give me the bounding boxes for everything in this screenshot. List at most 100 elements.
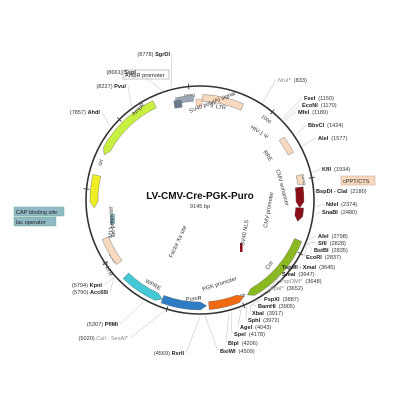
site-connector — [251, 303, 257, 307]
site-label: SmaI(3647) — [282, 272, 315, 278]
site-connector — [185, 315, 201, 354]
ampr-promoter-box — [122, 69, 170, 80]
site-connector — [103, 277, 114, 286]
tick-mark — [308, 176, 315, 179]
site-connector — [268, 280, 279, 294]
ori-arc — [89, 174, 102, 209]
site-label: (5307) PflMI — [87, 322, 119, 328]
site-label: ApaI*(3652) — [270, 286, 303, 292]
sv40-nls-block — [240, 243, 243, 252]
site-connector — [307, 242, 313, 251]
site-label: (4569) RsrII — [154, 351, 185, 357]
misc-feature-block — [195, 98, 203, 107]
tick-mark — [242, 302, 246, 309]
ltr5-arc — [202, 94, 244, 111]
label-cre: Cre — [265, 260, 275, 271]
site-connector — [303, 242, 308, 258]
site-connector — [268, 266, 281, 294]
site-label: MfeI(1189) — [298, 110, 328, 116]
site-label: AleI(1577) — [318, 136, 348, 142]
site-label: KflI(1934) — [322, 167, 350, 173]
site-label: BbvCI(1424) — [308, 123, 343, 129]
site-connector — [245, 306, 247, 321]
site-label: TspMI - XmaI(3645) — [282, 265, 335, 271]
site-connector — [230, 311, 233, 335]
cppt-arc — [295, 174, 304, 185]
label-cmv-enhancer: CMV enhancer — [274, 169, 289, 207]
cmv-enhancer-arc — [294, 186, 305, 209]
site-label: XbaI(3917) — [252, 311, 283, 317]
cppt-box — [340, 175, 376, 186]
site-connector — [313, 190, 316, 192]
site-label: EcoNI(1170) — [302, 103, 337, 109]
site-connector — [267, 287, 269, 294]
site-label: (8227) PvuI — [96, 84, 126, 90]
site-label: AgeI(4043) — [240, 325, 271, 331]
pgk-arc — [208, 294, 245, 310]
site-connector — [252, 298, 263, 304]
lac-feature-block — [110, 214, 115, 224]
site-connector — [283, 104, 301, 120]
tick-mark — [297, 251, 304, 256]
site-label: (5020) CsiI - SexAI* — [79, 336, 129, 342]
site-connector — [284, 111, 297, 121]
label-cppt: cPPT/CTS — [343, 179, 370, 185]
site-connector — [170, 53, 173, 88]
restriction-sites: NruI*(833)FseI(1150)EcoNI(1170)MfeI(1189… — [70, 52, 367, 357]
site-connectors — [101, 53, 325, 354]
ltr3-arc — [101, 236, 123, 265]
plasmid-size: 9145 bp — [190, 204, 210, 210]
site-label: EcoRI(2837) — [306, 255, 341, 261]
site-connector — [302, 137, 317, 146]
site-connector — [262, 79, 277, 103]
site-label: AfeI(2798) — [318, 234, 348, 240]
label-cap-site: CAP binding site — [16, 210, 57, 216]
feature-arcs — [89, 94, 305, 311]
site-label: (5790) Acc65I — [72, 290, 108, 296]
label-hiv-psi: HIV-1 Ψ — [249, 125, 269, 141]
site-connector — [296, 124, 307, 136]
tick-label: 1000 — [260, 114, 273, 126]
site-connector — [282, 97, 303, 119]
site-connector — [237, 308, 242, 328]
site-label: SphI(3972) — [248, 318, 279, 324]
site-connector — [314, 211, 321, 216]
site-label: SnaBI(2480) — [322, 210, 357, 216]
site-label: FseI(1150) — [304, 96, 334, 102]
backbone-circle — [85, 85, 315, 315]
site-label: PspOMI*(3648) — [280, 279, 322, 285]
ampr-arc — [103, 100, 157, 156]
site-label: (7857) AhdI — [70, 110, 101, 116]
site-label: (8661) SspI — [106, 70, 136, 76]
label-cmv-promoter: CMV promoter — [263, 191, 275, 228]
site-connector — [308, 235, 317, 241]
label-ampr-promoter: AmpR promoter — [125, 73, 165, 79]
label-m13rev: M13 rev — [108, 217, 116, 238]
label-lac-promoter: lac promoter — [108, 206, 117, 238]
cmv-promoter-arc — [294, 207, 304, 222]
label-3ltr: 3' LTR — [101, 260, 113, 277]
misc-feature-block — [173, 99, 183, 109]
site-label: BlpI(4206) — [228, 341, 258, 347]
site-label: (5794) KpnI — [72, 283, 103, 289]
site-label: BsiWI(4509) — [220, 349, 255, 355]
site-connector — [268, 273, 281, 294]
label-lac-operator: lac operator — [16, 220, 46, 226]
lac-operator-box — [13, 216, 57, 227]
label-5ltr: 5' LTR — [210, 103, 227, 112]
site-connector — [315, 203, 325, 208]
site-label: (8778) SgrDI — [137, 52, 170, 58]
site-connector — [101, 111, 111, 127]
site-connector — [119, 301, 145, 325]
site-connector — [308, 241, 317, 244]
tick-mark — [187, 83, 190, 90]
cap-site-box — [13, 206, 65, 217]
site-connector — [129, 310, 166, 339]
wpre-arc — [122, 272, 163, 301]
label-puror: PuroR — [186, 296, 202, 303]
site-connector — [109, 277, 115, 293]
plasmid-title: LV-CMV-Cre-PGK-Puro — [146, 191, 254, 202]
site-label: SpeI(4178) — [234, 332, 265, 338]
rre-arc — [278, 136, 294, 156]
site-label: BamHI(3905) — [258, 304, 295, 310]
